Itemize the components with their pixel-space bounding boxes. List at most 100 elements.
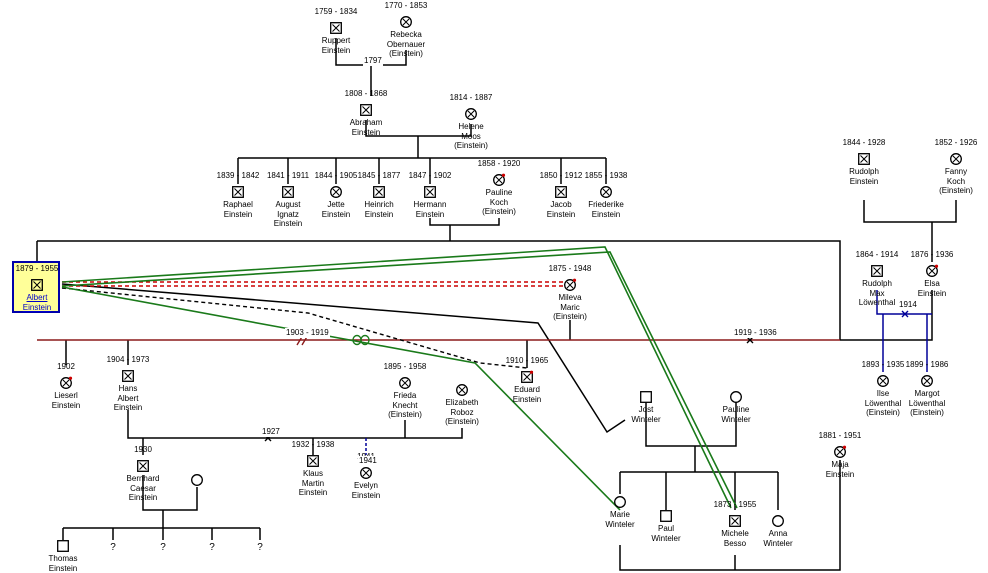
male-symbol-icon[interactable] bbox=[122, 370, 134, 382]
person-dates: 1876 - 1936 bbox=[910, 250, 954, 259]
unknown-child-mark: ? bbox=[209, 542, 215, 553]
person-dates: 1879 - 1955 bbox=[15, 264, 59, 273]
person-name: Evelyn Einstein bbox=[351, 481, 381, 500]
person-name: Marie Winteler bbox=[605, 510, 635, 529]
person-dates: 1864 - 1914 bbox=[855, 250, 899, 259]
person-name: Jost Winteler bbox=[631, 405, 661, 424]
person-dates: 1845 - 1877 bbox=[357, 171, 401, 180]
person-dates: 1808 - 1868 bbox=[344, 89, 388, 98]
male-symbol-icon[interactable] bbox=[521, 370, 534, 383]
marriage-period-label: 1919 - 1936 bbox=[733, 328, 778, 338]
person-dates: 1852 - 1926 bbox=[934, 138, 978, 147]
male-symbol-icon[interactable] bbox=[640, 391, 652, 403]
person-name: Rudolph Einstein bbox=[849, 167, 879, 186]
person-name: Anna Winteler bbox=[763, 529, 793, 548]
person-name: Heinrich Einstein bbox=[364, 200, 394, 219]
person-name: Elizabeth Roboz (Einstein) bbox=[445, 398, 479, 426]
person-name: Fanny Koch (Einstein) bbox=[939, 167, 973, 195]
male-symbol-icon[interactable] bbox=[871, 265, 883, 277]
person-name: August Ignatz Einstein bbox=[273, 200, 303, 228]
male-symbol-icon[interactable] bbox=[307, 455, 319, 467]
person-dates: 1904 - 1973 bbox=[106, 355, 150, 364]
person-name: Frieda Knecht (Einstein) bbox=[388, 391, 422, 419]
female-symbol-icon[interactable] bbox=[877, 375, 889, 387]
male-symbol-icon[interactable] bbox=[57, 540, 69, 552]
person-dates: 1875 - 1948 bbox=[548, 264, 592, 273]
person-name: Michele Besso bbox=[721, 529, 749, 548]
person-name: Mileva Maric (Einstein) bbox=[553, 293, 587, 321]
female-symbol-icon[interactable] bbox=[360, 467, 372, 479]
marriage-year-label: 1797 bbox=[363, 56, 383, 66]
male-symbol-icon[interactable] bbox=[660, 510, 672, 522]
female-symbol-icon[interactable] bbox=[465, 108, 477, 120]
person-name: Hans Albert Einstein bbox=[113, 384, 143, 412]
female-symbol-icon[interactable] bbox=[330, 186, 342, 198]
person-name: Pauline Winteler bbox=[721, 405, 751, 424]
person-name: Thomas Einstein bbox=[48, 554, 78, 573]
marriage-period-label: 1903 - 1919 bbox=[285, 328, 330, 338]
female-symbol-icon[interactable] bbox=[926, 264, 939, 277]
person-dates: 1932 - 1938 bbox=[291, 440, 335, 449]
albert-highlight-box[interactable] bbox=[12, 261, 60, 313]
female-symbol-icon[interactable] bbox=[60, 376, 73, 389]
male-symbol-icon[interactable] bbox=[360, 104, 372, 116]
person-dates: 1839 - 1842 bbox=[216, 171, 260, 180]
female-symbol-icon[interactable] bbox=[399, 377, 411, 389]
person-name: Margot Löwenthal (Einstein) bbox=[908, 389, 946, 417]
female-symbol-icon[interactable] bbox=[456, 384, 468, 396]
female-symbol-icon[interactable] bbox=[600, 186, 612, 198]
divorce-year-label: 1914 bbox=[898, 300, 918, 310]
unknown-child-mark: ? bbox=[110, 542, 116, 553]
person-name: Friederike Einstein bbox=[588, 200, 624, 219]
person-dates: 1844 - 1928 bbox=[842, 138, 886, 147]
male-symbol-icon[interactable] bbox=[729, 515, 741, 527]
person-dates: 1881 - 1951 bbox=[818, 431, 862, 440]
person-dates: 1847 - 1902 bbox=[408, 171, 452, 180]
unknown-child-mark: ? bbox=[160, 542, 166, 553]
person-dates: 1873 - 1955 bbox=[713, 500, 757, 509]
person-name: Ilse Löwenthal (Einstein) bbox=[864, 389, 902, 417]
person-name[interactable]: Albert Einstein bbox=[22, 293, 52, 312]
person-name: Jette Einstein bbox=[321, 200, 351, 219]
female-symbol-icon[interactable] bbox=[493, 173, 506, 186]
male-symbol-icon[interactable] bbox=[282, 186, 294, 198]
person-name: Klaus Martin Einstein bbox=[298, 469, 328, 497]
person-dates: 1759 - 1834 bbox=[314, 7, 358, 16]
male-symbol-icon[interactable] bbox=[137, 460, 149, 472]
person-dates: 1899 - 1986 bbox=[905, 360, 949, 369]
female-symbol-icon[interactable] bbox=[191, 474, 203, 486]
female-symbol-icon[interactable] bbox=[614, 496, 626, 508]
male-symbol-icon[interactable] bbox=[858, 153, 870, 165]
female-symbol-icon[interactable] bbox=[834, 445, 847, 458]
unknown-child-mark: ? bbox=[257, 542, 263, 553]
person-name: Elsa Einstein bbox=[917, 279, 947, 298]
person-dates: 1910 - 1965 bbox=[505, 356, 549, 365]
person-dates: 1893 - 1935 bbox=[861, 360, 905, 369]
female-symbol-icon[interactable] bbox=[921, 375, 933, 387]
person-name: Bernhard Caesar Einstein bbox=[126, 474, 160, 502]
person-dates: 1814 - 1887 bbox=[449, 93, 493, 102]
male-symbol-icon[interactable] bbox=[232, 186, 244, 198]
person-dates: 1850 - 1912 bbox=[539, 171, 583, 180]
person-name: Eduard Einstein bbox=[512, 385, 542, 404]
male-symbol-icon[interactable] bbox=[424, 186, 436, 198]
marriage-year-label: 1927 bbox=[261, 427, 281, 437]
person-name: Abraham Einstein bbox=[349, 118, 383, 137]
person-name: Rebecka Obernauer (Einstein) bbox=[386, 30, 426, 58]
person-dates: 1895 - 1958 bbox=[383, 362, 427, 371]
male-symbol-icon[interactable] bbox=[330, 22, 342, 34]
person-name: Raphael Einstein bbox=[223, 200, 253, 219]
person-name: Hermann Einstein bbox=[413, 200, 447, 219]
male-symbol-icon[interactable] bbox=[555, 186, 567, 198]
female-symbol-icon[interactable] bbox=[950, 153, 962, 165]
female-symbol-icon[interactable] bbox=[730, 391, 742, 403]
person-dates: 1855 - 1938 bbox=[584, 171, 628, 180]
female-symbol-icon[interactable] bbox=[400, 16, 412, 28]
person-name: Jacob Einstein bbox=[546, 200, 576, 219]
person-name: Pauline Koch (Einstein) bbox=[482, 188, 516, 216]
male-symbol-icon[interactable] bbox=[373, 186, 385, 198]
female-symbol-icon[interactable] bbox=[564, 278, 577, 291]
person-name: Lieserl Einstein bbox=[51, 391, 81, 410]
male-symbol-icon[interactable] bbox=[31, 279, 43, 291]
female-symbol-icon[interactable] bbox=[772, 515, 784, 527]
